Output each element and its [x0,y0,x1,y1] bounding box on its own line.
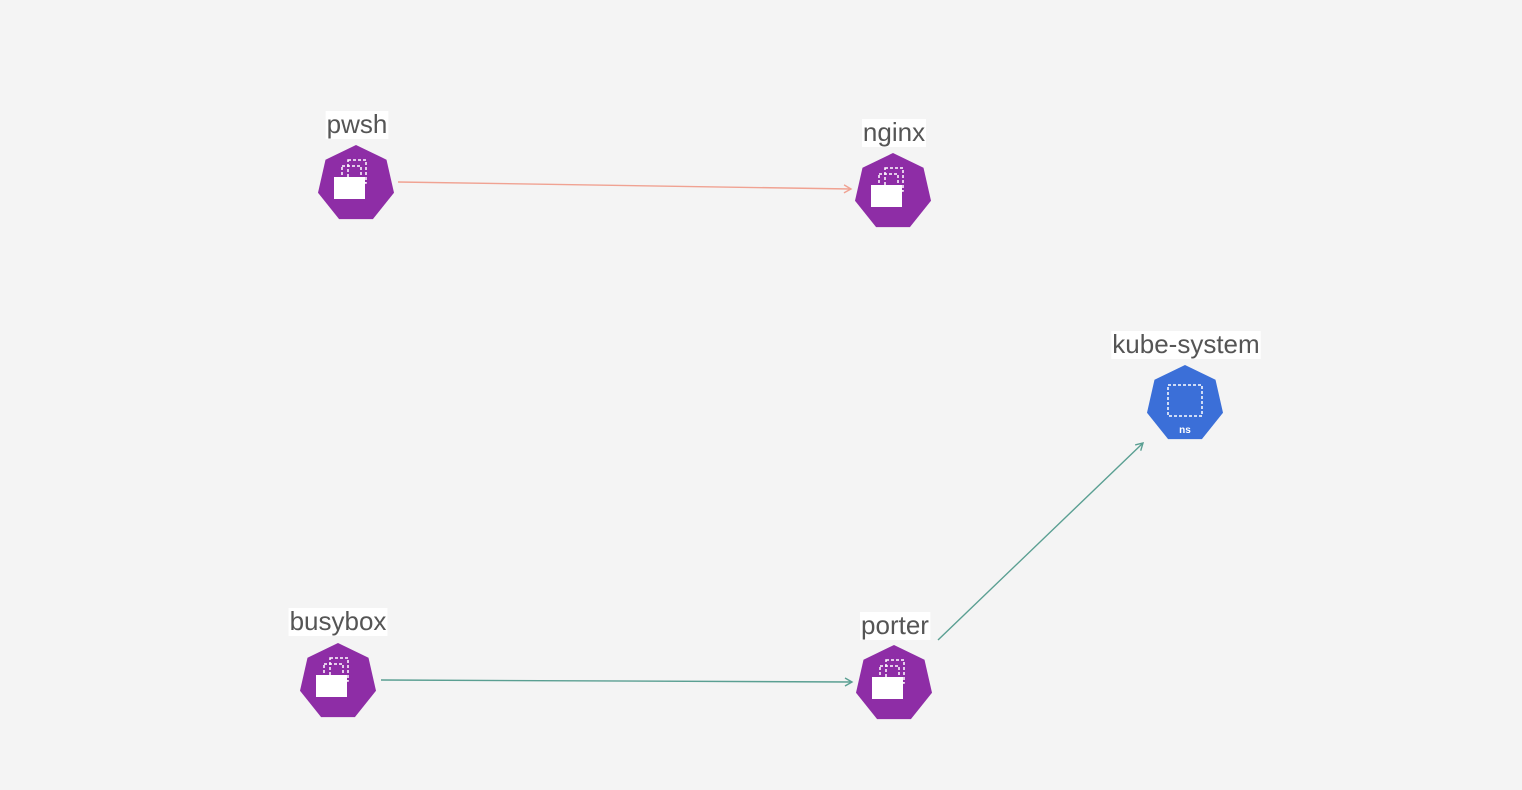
node-label: busybox [290,606,387,636]
edge-busybox-to-porter[interactable] [380,677,854,687]
pod-icon [872,659,905,699]
label-background [860,612,931,640]
node-kube-system[interactable]: kube-system ns [1111,329,1261,440]
node-porter[interactable]: porter [856,610,932,720]
namespace-badge: ns [1179,425,1191,436]
label-background [861,119,927,147]
edge-pwsh-to-nginx[interactable] [397,181,853,194]
pod-icon [871,167,904,207]
label-background [325,111,389,139]
node-label: nginx [863,117,925,147]
namespace-icon [1167,384,1203,417]
pod-icon [334,159,367,199]
node-label: pwsh [327,109,388,139]
label-background [1111,331,1261,359]
namespace-shape [1147,365,1223,440]
nodes: pwsh nginx kube-system ns busybox porter [288,109,1261,720]
edge-porter-to-kube-system[interactable] [937,442,1145,641]
node-label: porter [861,610,929,640]
edges [380,181,1145,687]
node-busybox[interactable]: busybox [288,606,388,718]
node-nginx[interactable]: nginx [855,117,931,228]
label-background [288,608,388,636]
node-pwsh[interactable]: pwsh [318,109,394,220]
pod-icon [316,657,349,697]
node-label: kube-system [1112,329,1259,359]
